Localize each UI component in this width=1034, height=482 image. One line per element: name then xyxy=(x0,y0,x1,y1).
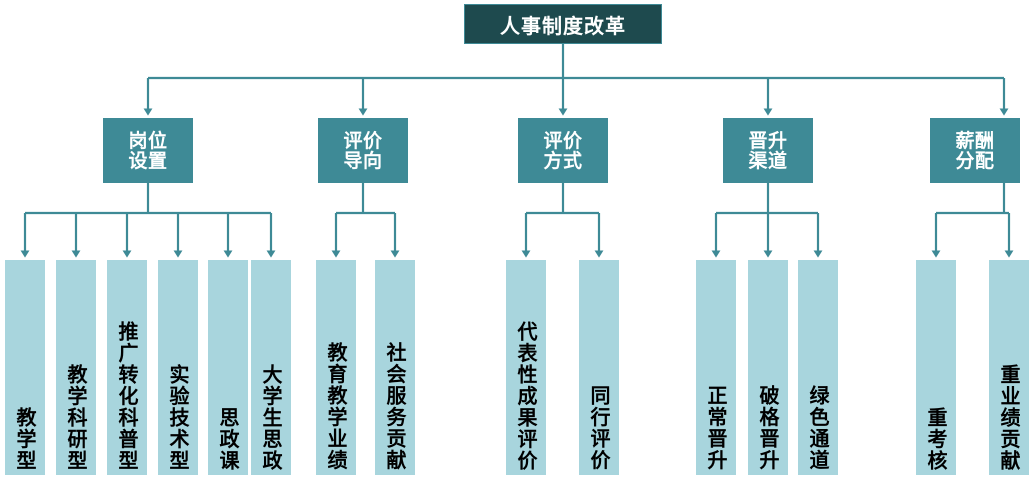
leaf-node-4-2-label: 破格晋升 xyxy=(756,385,780,471)
category-node-2[interactable]: 评价 导向 xyxy=(318,118,408,183)
leaf-node-1-6-label: 大学生思政 xyxy=(259,363,283,472)
leaf-node-3-1[interactable]: 代表性成果评价 xyxy=(506,260,546,475)
leaf-node-1-4-label: 实验技术型 xyxy=(166,363,190,472)
category-node-3[interactable]: 评价 方式 xyxy=(518,118,608,183)
root-node-label: 人事制度改革 xyxy=(500,13,626,38)
leaf-node-2-2[interactable]: 社会服务贡献 xyxy=(375,260,415,475)
leaf-node-1-3[interactable]: 推广转化科普型 xyxy=(107,260,147,475)
leaf-node-1-6[interactable]: 大学生思政 xyxy=(251,260,291,475)
leaf-node-4-3-label: 绿色通道 xyxy=(806,385,830,471)
leaf-node-4-1-label: 正常晋升 xyxy=(704,385,728,471)
category-node-2-label: 评价 导向 xyxy=(343,129,383,172)
leaf-node-5-2-label: 重业绩贡献 xyxy=(997,363,1021,472)
category-node-1-label: 岗位 设置 xyxy=(128,129,168,172)
leaf-node-1-2[interactable]: 教学科研型 xyxy=(56,260,96,475)
category-node-3-label: 评价 方式 xyxy=(543,129,583,172)
leaf-node-1-4[interactable]: 实验技术型 xyxy=(158,260,198,475)
leaf-node-5-1[interactable]: 重考核 xyxy=(916,260,956,475)
leaf-node-1-5-label: 思政课 xyxy=(216,406,240,472)
leaf-node-1-5[interactable]: 思政课 xyxy=(208,260,248,475)
leaf-node-2-2-label: 社会服务贡献 xyxy=(383,342,407,471)
category-node-4-label: 晋升 渠道 xyxy=(748,129,788,172)
leaf-node-1-3-label: 推广转化科普型 xyxy=(115,320,139,472)
leaf-node-3-2[interactable]: 同行评价 xyxy=(579,260,619,475)
leaf-node-3-2-label: 同行评价 xyxy=(587,385,611,471)
leaf-node-3-1-label: 代表性成果评价 xyxy=(514,320,538,472)
leaf-node-5-2[interactable]: 重业绩贡献 xyxy=(989,260,1029,475)
category-node-5-label: 薪酬 分配 xyxy=(955,129,995,172)
leaf-node-4-2[interactable]: 破格晋升 xyxy=(748,260,788,475)
root-node[interactable]: 人事制度改革 xyxy=(464,4,662,44)
leaf-node-1-1-label: 教学型 xyxy=(13,406,37,472)
leaf-node-4-1[interactable]: 正常晋升 xyxy=(696,260,736,475)
leaf-node-2-1-label: 教育教学业绩 xyxy=(324,342,348,471)
leaf-node-5-1-label: 重考核 xyxy=(924,406,948,472)
category-node-4[interactable]: 晋升 渠道 xyxy=(723,118,813,183)
leaf-node-1-2-label: 教学科研型 xyxy=(64,363,88,472)
leaf-node-1-1[interactable]: 教学型 xyxy=(5,260,45,475)
leaf-node-4-3[interactable]: 绿色通道 xyxy=(798,260,838,475)
category-node-1[interactable]: 岗位 设置 xyxy=(103,118,193,183)
leaf-node-2-1[interactable]: 教育教学业绩 xyxy=(316,260,356,475)
category-node-5[interactable]: 薪酬 分配 xyxy=(930,118,1020,183)
